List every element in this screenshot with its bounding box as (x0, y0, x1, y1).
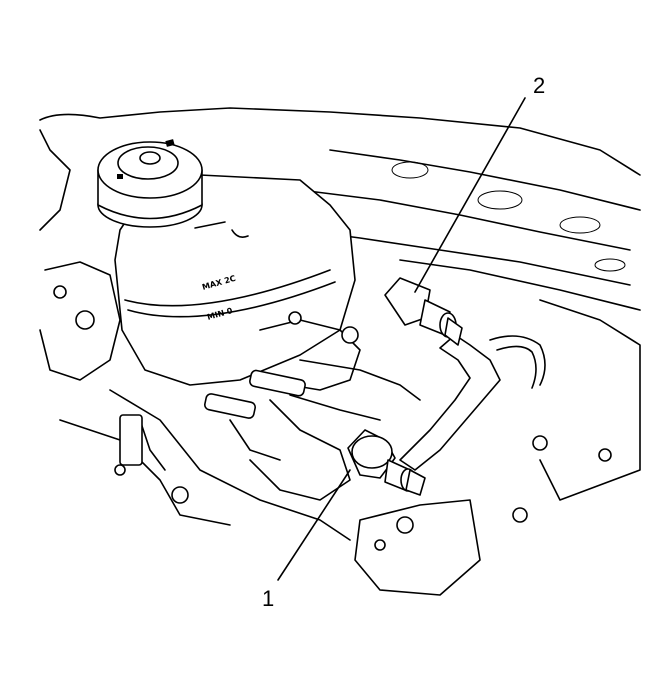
hose-fitting-upper (384, 277, 463, 346)
hose-fitting-lower (347, 429, 426, 496)
leader-line-2 (414, 97, 526, 293)
frame-structure (39, 107, 641, 596)
leader-line-1 (277, 469, 351, 581)
leader-lines (277, 97, 526, 581)
callout-label-1: 1 (262, 586, 274, 611)
engine-components (119, 311, 421, 471)
callout-label-2: 2 (533, 73, 545, 98)
reservoir-cap (97, 139, 203, 228)
coolant-hose (399, 334, 546, 471)
